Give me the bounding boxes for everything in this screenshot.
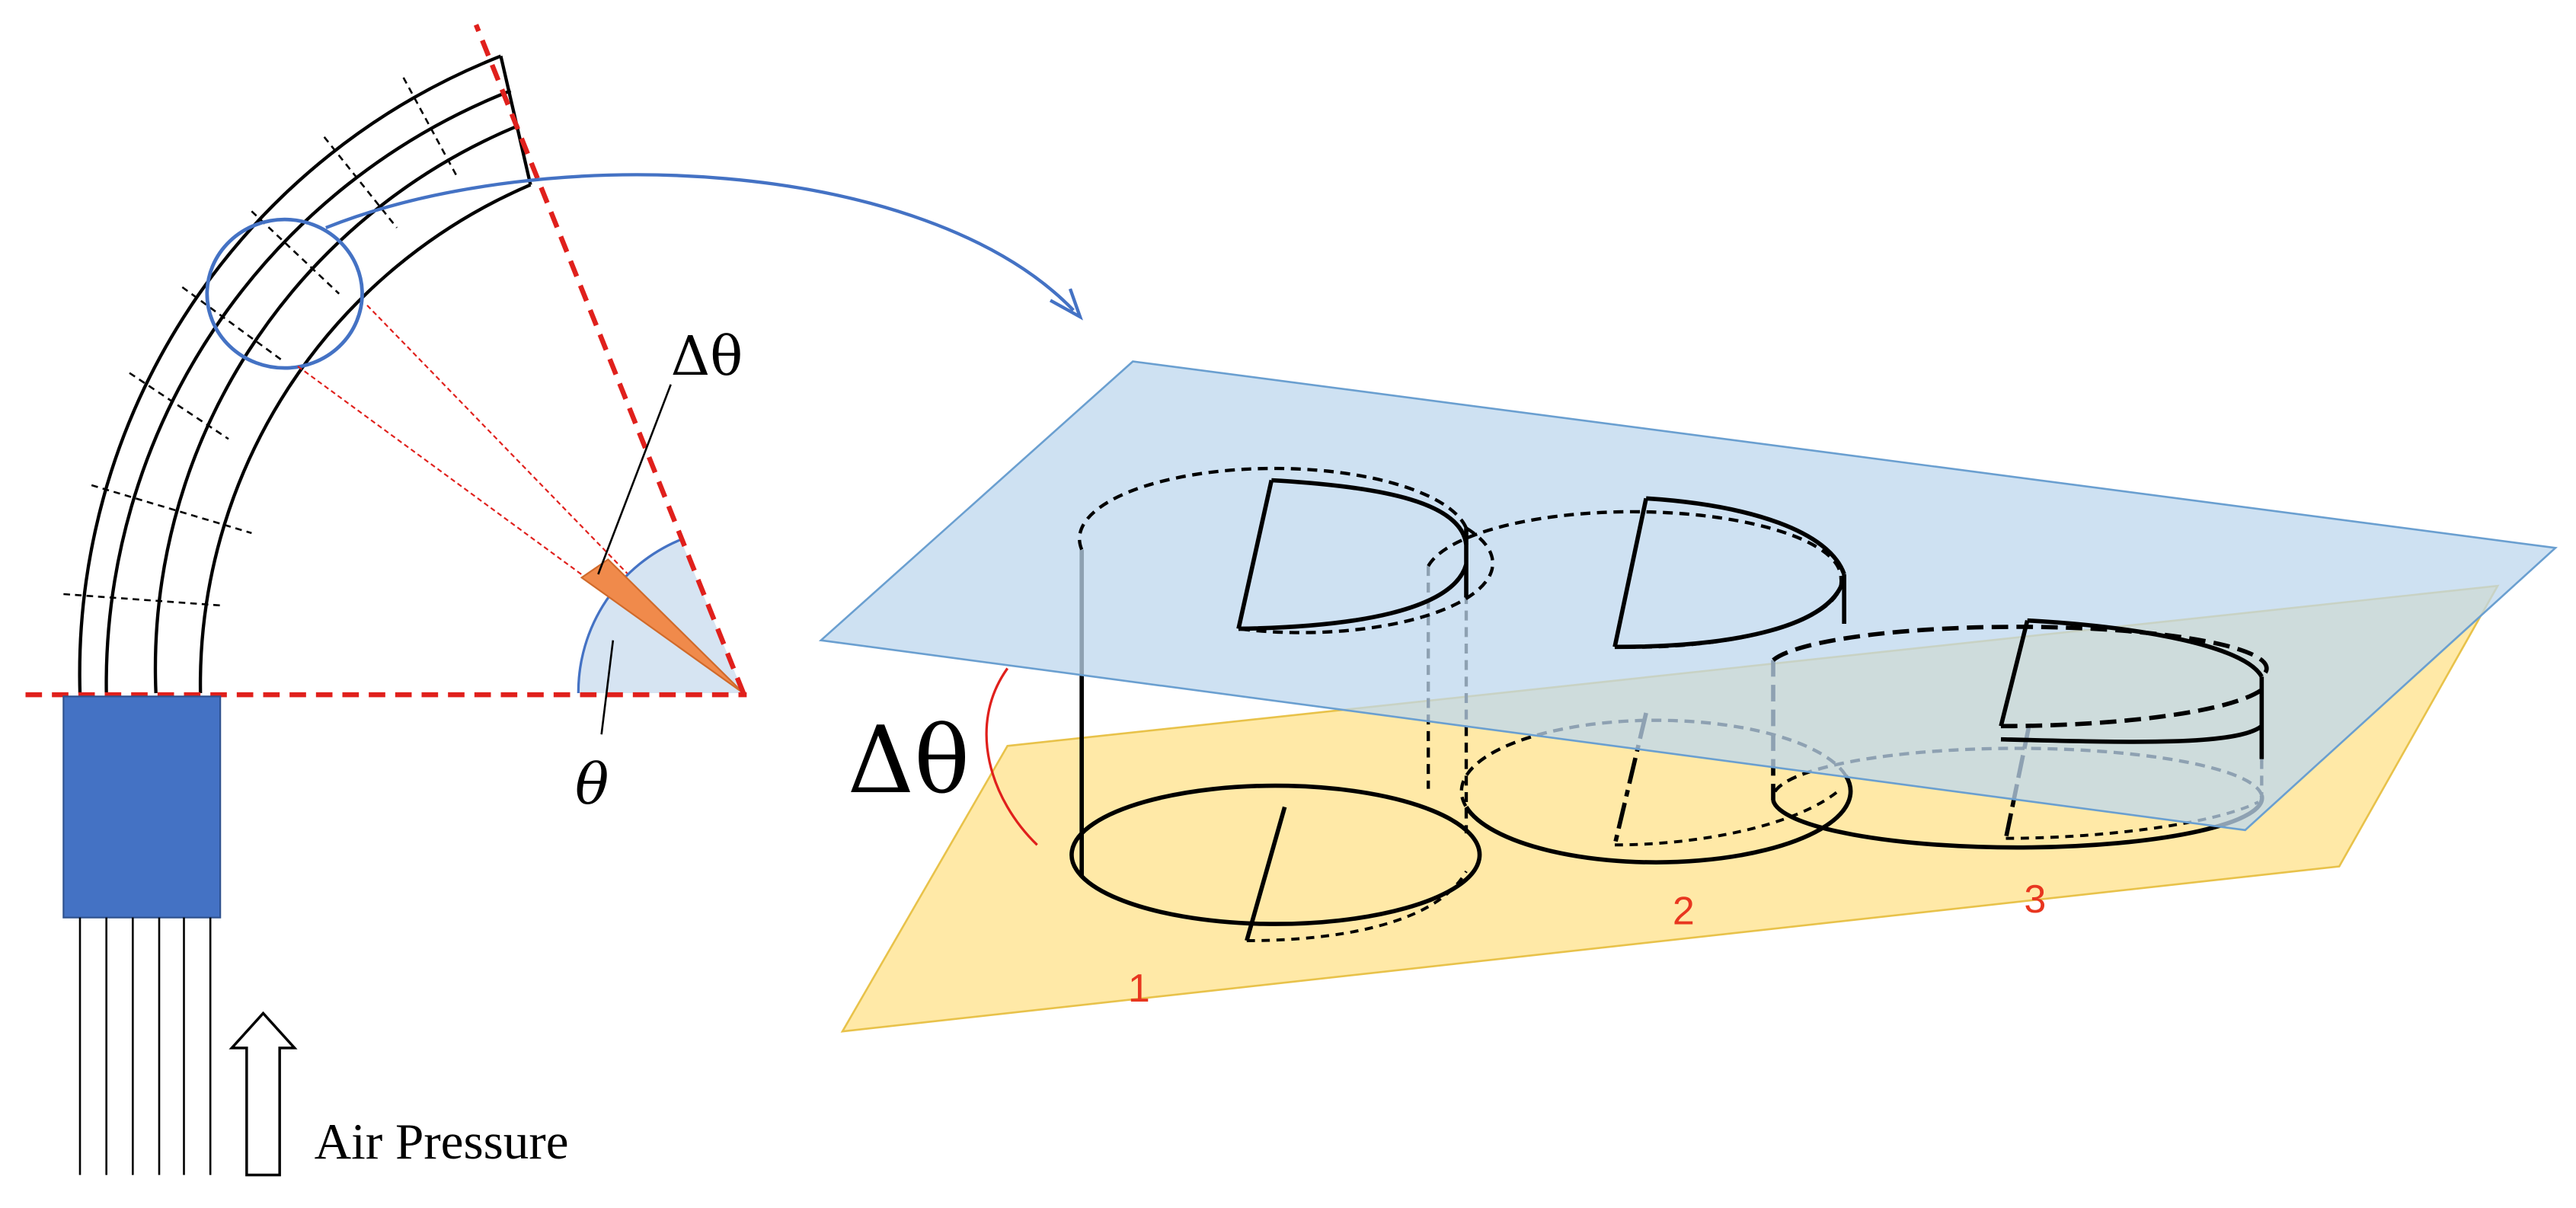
actuator-arc-3 [153, 123, 520, 694]
theta-label: θ [575, 753, 609, 817]
zoom-arrow [325, 173, 1075, 312]
chamber-tops [1078, 466, 2269, 759]
top-plane [818, 360, 2558, 832]
zoom-arrow-head-icon [1049, 288, 1083, 321]
actuator-base [62, 695, 222, 919]
theta-leader [600, 640, 615, 735]
chamber-2-label: 2 [1673, 889, 1695, 933]
air-tubes [78, 917, 212, 1175]
air-pressure-arrow-icon [229, 1011, 298, 1177]
bottom-hidden-edges [1246, 788, 2259, 942]
bending-actuator: Air Pressure Δθ θ [25, 24, 747, 1177]
actuator-arc-1 [78, 54, 502, 694]
delta-theta-sector [580, 558, 744, 694]
chamber-1-label: 1 [1128, 967, 1150, 1011]
chamber-3-label: 3 [2024, 877, 2046, 922]
air-pressure-label: Air Pressure [315, 1113, 569, 1170]
zoom-circle [205, 217, 364, 370]
delta-theta-leader [597, 384, 672, 575]
radial-line-2 [297, 366, 744, 694]
delta-theta-arc [985, 667, 1038, 846]
delta-theta-small-label: Δθ [671, 324, 743, 388]
tip-reference-line [473, 24, 746, 695]
delta-theta-large-label: Δθ [847, 706, 970, 814]
actuator-arc-4 [198, 183, 532, 694]
theta-angle-arc [577, 538, 682, 694]
segment-dividers [63, 77, 459, 607]
enlarged-chamber-view: Δθ 1 2 3 [818, 360, 2558, 1033]
